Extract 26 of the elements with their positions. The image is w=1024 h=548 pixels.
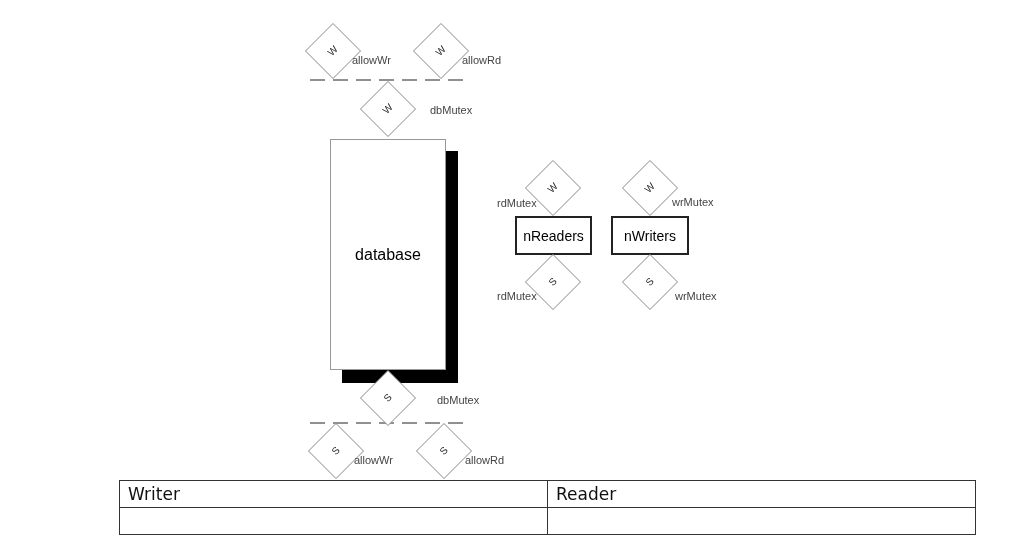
diamond-caption: dbMutex [437, 395, 480, 406]
diamond-caption: rdMutex [497, 198, 537, 209]
diamond-node [360, 81, 416, 137]
diamond-caption: rdMutex [497, 291, 537, 302]
diamond-letter: W [546, 181, 560, 195]
diamond-letter: W [434, 44, 448, 58]
diamond-letter: S [438, 445, 450, 457]
counter-box: nWriters [611, 216, 689, 255]
diamond-caption: allowWr [352, 55, 391, 66]
diamond-letter: S [644, 276, 656, 288]
counter-box: nReaders [515, 216, 592, 255]
diamond-caption: wrMutex [675, 291, 717, 302]
diamond-caption: dbMutex [430, 105, 473, 116]
diamond-letter: W [643, 181, 657, 195]
diamond-letter: W [381, 102, 395, 116]
diamond-letter: S [382, 392, 394, 404]
column-header: Writer [119, 480, 548, 508]
diamond-letter: W [326, 44, 340, 58]
diamond-caption: wrMutex [672, 197, 714, 208]
diamond-caption: allowRd [462, 55, 502, 66]
diamond-caption: allowWr [354, 455, 393, 466]
column-header: Reader [547, 480, 976, 508]
database-box: database [330, 139, 446, 370]
diamond-caption: allowRd [465, 455, 505, 466]
diamond-letter: S [547, 276, 559, 288]
diamond-letter: S [330, 445, 342, 457]
